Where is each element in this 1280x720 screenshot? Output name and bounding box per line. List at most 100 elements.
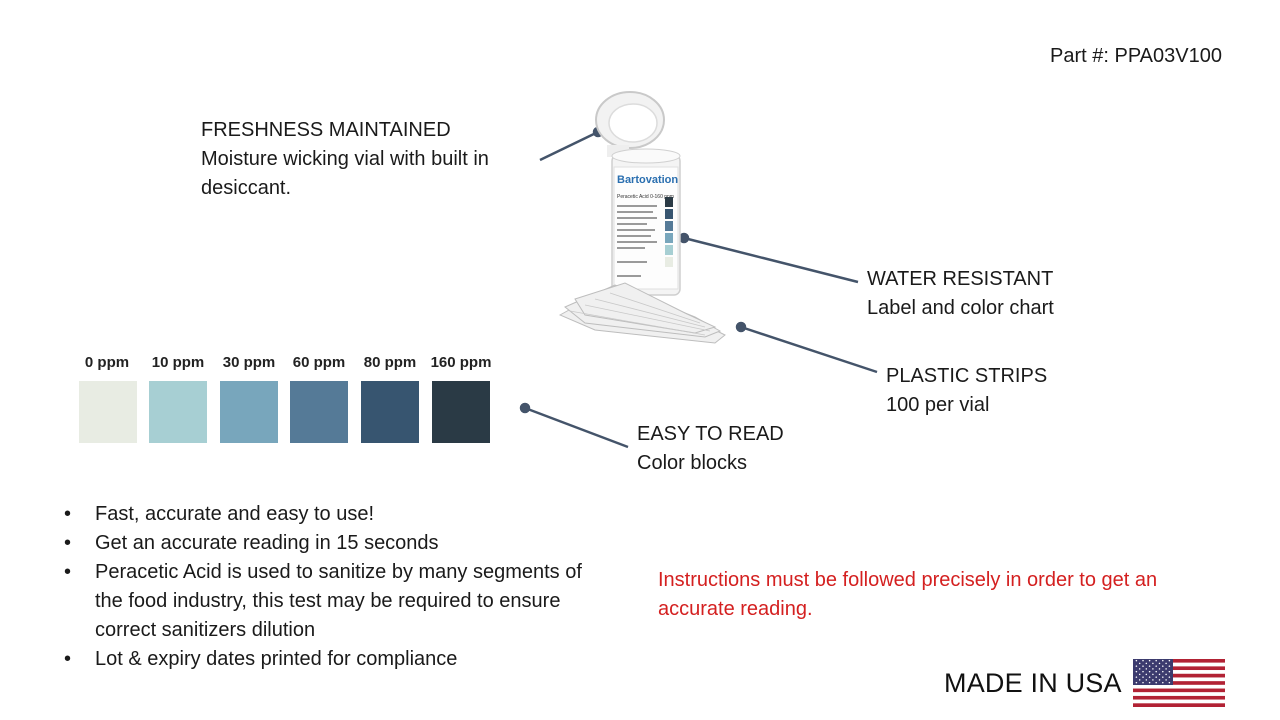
flag-star: [1158, 668, 1161, 670]
flag-star: [1148, 659, 1151, 662]
flag-star: [1162, 681, 1164, 684]
list-item: Fast, accurate and easy to use!: [62, 500, 582, 529]
freshness-line2: desiccant.: [201, 177, 292, 199]
flag-star: [1142, 659, 1144, 662]
swatch-label: 10 ppm: [151, 354, 205, 371]
flag-stripe: [1133, 692, 1225, 697]
callout-freshness: FRESHNESS MAINTAINED Moisture wicking vi…: [201, 116, 489, 203]
swatch-label: 30 ppm: [222, 354, 276, 371]
flag-star: [1155, 676, 1157, 678]
list-item: Lot & expiry dates printed for complianc…: [62, 645, 582, 674]
flag-star: [1135, 681, 1138, 684]
callout-water-resistant: WATER RESISTANT Label and color chart: [867, 265, 1054, 323]
flag-star: [1152, 662, 1154, 665]
label-title-text: Peracetic Acid 0-160 ppm: [617, 194, 674, 200]
flag-star: [1135, 665, 1138, 667]
flag-star: [1145, 662, 1148, 665]
color-swatch: [220, 381, 278, 443]
flag-star: [1148, 681, 1151, 684]
flag-star: [1138, 668, 1141, 670]
flag-stripe: [1133, 662, 1225, 667]
flag-star: [1155, 659, 1157, 662]
flag-star: [1145, 668, 1148, 670]
freshness-leader: [539, 130, 599, 162]
flag-stripe: [1133, 681, 1225, 685]
flag-star: [1168, 659, 1171, 662]
freshness-title: FRESHNESS MAINTAINED: [201, 119, 451, 141]
flag-star: [1148, 676, 1151, 678]
easy-line1: Color blocks: [637, 452, 748, 474]
list-item: Peracetic Acid is used to sanitize by ma…: [62, 558, 582, 645]
flag-star: [1162, 670, 1164, 673]
flag-stripe: [1133, 677, 1225, 682]
flag-star: [1165, 668, 1167, 670]
flag-star: [1148, 670, 1151, 673]
flag-stripe: [1133, 659, 1225, 663]
us-flag-icon: [1133, 659, 1225, 707]
flag-star: [1168, 670, 1171, 673]
color-swatch: [361, 381, 419, 443]
flag-stripe: [1133, 699, 1225, 704]
flag-star: [1142, 681, 1144, 684]
freshness-line1: Moisture wicking vial with built in: [201, 148, 489, 170]
flag-star: [1162, 665, 1164, 667]
callout-plastic-strips: PLASTIC STRIPS 100 per vial: [886, 362, 1047, 420]
flag-star: [1155, 665, 1157, 667]
color-swatch: [432, 381, 490, 443]
flag-stripe: [1133, 670, 1225, 674]
flag-star: [1165, 662, 1167, 665]
flag-star: [1142, 670, 1144, 673]
flag-star: [1155, 670, 1157, 673]
flag-star: [1158, 662, 1161, 665]
flag-star: [1168, 676, 1171, 678]
color-chart: 0 ppm 10 ppm 30 ppm 60 ppm 80 ppm 160 pp…: [78, 354, 498, 446]
flag-star: [1158, 673, 1161, 676]
flag-star: [1135, 670, 1138, 673]
swatch-label: 80 ppm: [363, 354, 417, 371]
easy-title: EASY TO READ: [637, 423, 784, 445]
strips-dot: [735, 321, 747, 333]
flag-star: [1138, 673, 1141, 676]
flag-star: [1155, 681, 1157, 684]
color-swatch: [79, 381, 137, 443]
flag-star: [1138, 662, 1141, 665]
flag-star: [1145, 673, 1148, 676]
flag-star: [1162, 659, 1164, 662]
flag-star: [1152, 668, 1154, 670]
color-swatch: [290, 381, 348, 443]
strips-leader: [740, 325, 878, 374]
flag-stripe: [1133, 673, 1225, 678]
water-leader: [683, 236, 859, 284]
flag-star: [1152, 679, 1154, 681]
list-item: Get an accurate reading in 15 seconds: [62, 529, 582, 558]
part-number: Part #: PPA03V100: [1050, 45, 1222, 67]
easy-leader: [524, 406, 629, 449]
flag-star: [1158, 679, 1161, 681]
swatch-label: 0 ppm: [84, 354, 130, 371]
water-line1: Label and color chart: [867, 297, 1054, 319]
product-vial-image: Bartovation Peracetic Acid 0-160 ppm: [558, 91, 726, 344]
callout-easy-to-read: EASY TO READ Color blocks: [637, 420, 784, 478]
flag-stripe: [1133, 666, 1225, 671]
easy-dot: [519, 402, 531, 414]
water-title: WATER RESISTANT: [867, 268, 1054, 290]
flag-star: [1152, 673, 1154, 676]
strips-line1: 100 per vial: [886, 394, 990, 416]
swatch-label: 160 ppm: [430, 354, 492, 371]
flag-stripe: [1133, 695, 1225, 700]
brand-text: Bartovation: [617, 174, 678, 186]
flag-star: [1145, 679, 1148, 681]
made-in-usa-text: MADE IN USA: [944, 668, 1122, 698]
flag-star: [1135, 676, 1138, 678]
flag-star: [1142, 676, 1144, 678]
flag-stripe: [1133, 684, 1225, 689]
flag-stripe: [1133, 703, 1225, 707]
flag-star: [1142, 665, 1144, 667]
feature-list: Fast, accurate and easy to use! Get an a…: [62, 500, 582, 674]
color-swatch: [149, 381, 207, 443]
flag-star: [1168, 681, 1171, 684]
flag-star: [1138, 679, 1141, 681]
flag-star: [1135, 659, 1138, 662]
flag-star: [1148, 665, 1151, 667]
flag-star: [1165, 673, 1167, 676]
